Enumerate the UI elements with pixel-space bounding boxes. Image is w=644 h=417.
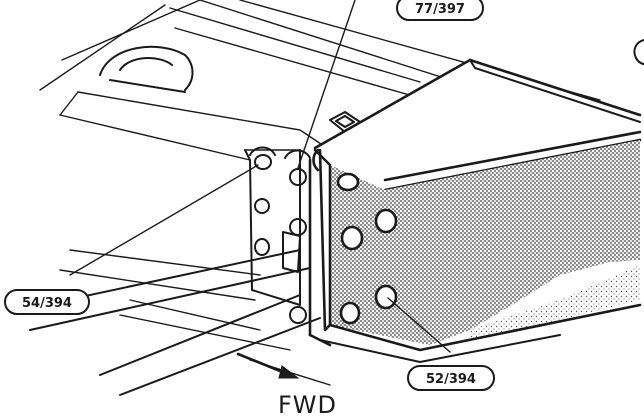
plate-bolts: [254, 154, 307, 324]
bolt-hole: [254, 198, 270, 214]
bolt-hole: [254, 154, 272, 170]
bolt-head: [374, 208, 398, 234]
plate-notch: [249, 146, 311, 159]
bolt-hole: [254, 238, 270, 256]
channel-top-flange: [313, 58, 642, 192]
channel-edge-flange: [308, 148, 332, 347]
bolt-head: [340, 225, 364, 251]
leader-lines: [69, 0, 451, 353]
leader-77-397: [297, 0, 356, 169]
partial-callout: [633, 39, 644, 65]
bolt-hole: [289, 218, 307, 236]
callout-52-394: 52/394: [407, 365, 495, 391]
bolt-hole: [289, 306, 307, 324]
callout-label-top: 77/397: [415, 2, 465, 17]
mounting-lug: [99, 45, 194, 93]
callout-54-394: 54/394: [4, 289, 90, 315]
lower-frame-rails: [59, 249, 331, 386]
callout-label-left: 54/394: [22, 296, 72, 311]
forward-label: FWD: [278, 391, 337, 417]
callout-label-bottom: 52/394: [426, 372, 476, 387]
leader-54-394: [69, 164, 259, 276]
bolt-head: [339, 301, 361, 325]
bolt-head: [336, 172, 360, 192]
bolt-head: [374, 284, 398, 310]
forward-direction-indicator: FWD: [236, 352, 337, 417]
leader-52-394: [387, 297, 451, 353]
callout-77-397: 77/397: [396, 0, 484, 21]
bolt-hole: [289, 168, 307, 186]
forward-arrow-head: [278, 365, 300, 379]
channel-bolts: [336, 172, 398, 325]
channel-side-web: [313, 140, 642, 363]
